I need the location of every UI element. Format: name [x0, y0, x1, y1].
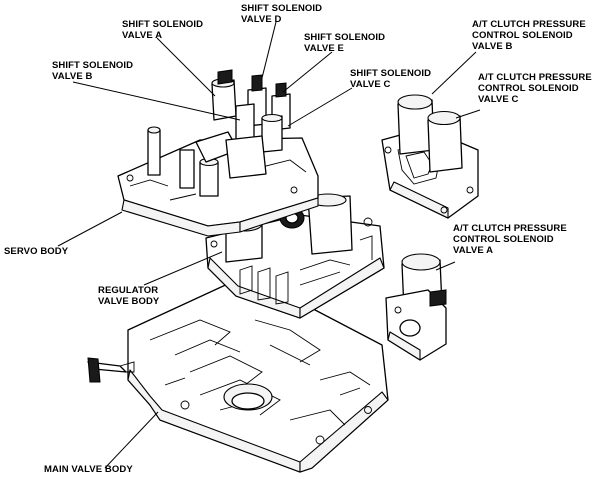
label-shift-solenoid-valve-b: SHIFT SOLENOID VALVE B: [52, 60, 133, 82]
svg-text:VALVE E: VALVE E: [304, 43, 344, 54]
svg-text:VALVE A: VALVE A: [453, 245, 493, 256]
svg-text:A/T CLUTCH PRESSURE: A/T CLUTCH PRESSURE: [453, 223, 567, 234]
svg-text:CONTROL SOLENOID: CONTROL SOLENOID: [453, 234, 554, 245]
svg-text:SHIFT SOLENOID: SHIFT SOLENOID: [350, 68, 431, 79]
label-servo-body: SERVO BODY: [4, 246, 69, 257]
atc-solenoid-bc-drawing: [381, 94, 479, 219]
svg-text:CONTROL SOLENOID: CONTROL SOLENOID: [472, 30, 573, 41]
svg-text:CONTROL SOLENOID: CONTROL SOLENOID: [478, 83, 579, 94]
svg-text:REGULATOR: REGULATOR: [98, 285, 158, 296]
label-atc-pressure-valve-a: A/T CLUTCH PRESSURE CONTROL SOLENOID VAL…: [453, 223, 567, 256]
svg-text:VALVE BODY: VALVE BODY: [98, 296, 160, 307]
label-shift-solenoid-valve-a: SHIFT SOLENOID VALVE A: [122, 19, 203, 41]
label-shift-solenoid-valve-e: SHIFT SOLENOID VALVE E: [304, 32, 385, 54]
label-shift-solenoid-valve-d: SHIFT SOLENOID VALVE D: [241, 3, 322, 25]
svg-text:VALVE B: VALVE B: [472, 41, 513, 52]
svg-text:SHIFT SOLENOID: SHIFT SOLENOID: [122, 19, 203, 30]
atc-solenoid-a-drawing: [385, 253, 447, 361]
svg-text:A/T CLUTCH PRESSURE: A/T CLUTCH PRESSURE: [472, 19, 586, 30]
svg-text:VALVE A: VALVE A: [122, 30, 162, 41]
leader-lines: [57, 21, 481, 469]
servo-body-drawing: [117, 69, 319, 237]
label-atc-pressure-valve-c: A/T CLUTCH PRESSURE CONTROL SOLENOID VAL…: [478, 72, 592, 105]
main-valve-body-drawing: [87, 281, 389, 473]
svg-text:SHIFT SOLENOID: SHIFT SOLENOID: [241, 3, 322, 14]
svg-text:VALVE C: VALVE C: [478, 94, 519, 105]
label-shift-solenoid-valve-c: SHIFT SOLENOID VALVE C: [350, 68, 431, 90]
svg-text:SHIFT SOLENOID: SHIFT SOLENOID: [304, 32, 385, 43]
label-atc-pressure-valve-b: A/T CLUTCH PRESSURE CONTROL SOLENOID VAL…: [472, 19, 586, 52]
svg-text:SHIFT SOLENOID: SHIFT SOLENOID: [52, 60, 133, 71]
svg-text:MAIN VALVE BODY: MAIN VALVE BODY: [44, 464, 133, 475]
label-regulator-valve-body: REGULATOR VALVE BODY: [98, 285, 160, 307]
svg-text:VALVE D: VALVE D: [241, 14, 282, 25]
svg-text:VALVE B: VALVE B: [52, 71, 93, 82]
svg-text:A/T CLUTCH PRESSURE: A/T CLUTCH PRESSURE: [478, 72, 592, 83]
svg-text:SERVO BODY: SERVO BODY: [4, 246, 69, 257]
label-main-valve-body: MAIN VALVE BODY: [44, 464, 133, 475]
svg-text:VALVE C: VALVE C: [350, 79, 391, 90]
